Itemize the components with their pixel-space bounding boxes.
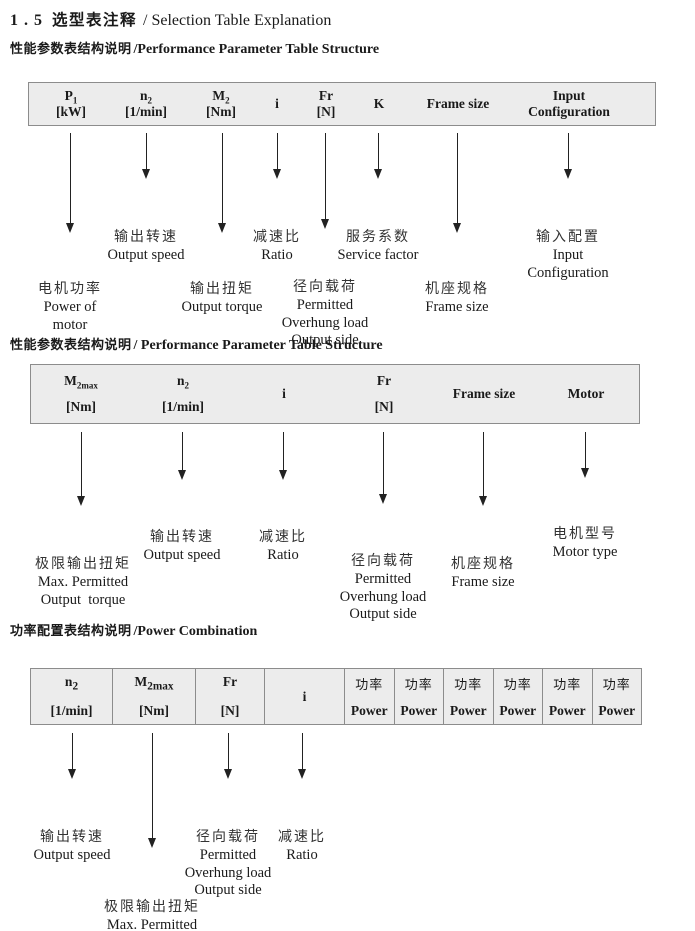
performance-table-1: P1[kW] n2[1/min] M2[Nm] i Fr[N] K Frame … bbox=[28, 82, 656, 126]
arrow-i bbox=[279, 432, 287, 480]
doc-title-number: 1 . 5 bbox=[10, 12, 43, 29]
table2-col-frame-size: Frame size bbox=[452, 386, 516, 401]
table2-col-n2: n2[1/min] bbox=[162, 373, 204, 414]
arrow-fr bbox=[321, 133, 329, 229]
doc-title-en: / Selection Table Explanation bbox=[143, 12, 332, 29]
table3-col-fr: Fr[N] bbox=[195, 669, 264, 724]
arrow-frame-size bbox=[453, 133, 461, 233]
doc-title: 1 . 5 选型表注释 / Selection Table Explanatio… bbox=[10, 8, 331, 30]
table1-col-k: K bbox=[373, 96, 385, 111]
table1-col-p1: P1[kW] bbox=[56, 88, 86, 119]
table1-col-n2: n2[1/min] bbox=[125, 88, 167, 119]
arrow-m2max bbox=[148, 733, 156, 848]
arrow-fr bbox=[379, 432, 387, 504]
arrow-n2 bbox=[68, 733, 76, 779]
table3-col-i: i bbox=[264, 669, 344, 724]
arrow-frame-size bbox=[479, 432, 487, 506]
arrow-n2 bbox=[178, 432, 186, 480]
arrow-m2 bbox=[218, 133, 226, 233]
section1-heading: 性能参数表结构说明/Performance Parameter Table St… bbox=[10, 42, 380, 57]
section3-heading: 功率配置表结构说明/Power Combination bbox=[10, 624, 258, 639]
table1-col-frame-size: Frame size bbox=[426, 96, 490, 111]
section2-heading: 性能参数表结构说明/ Performance Parameter Table S… bbox=[10, 338, 383, 353]
performance-table-2: M2max[Nm] n2[1/min] i Fr[N] Frame size M… bbox=[30, 364, 640, 424]
table1-col-i: i bbox=[275, 96, 279, 111]
arrow-p1 bbox=[66, 133, 74, 233]
table2-col-motor: Motor bbox=[567, 386, 605, 401]
arrow-k bbox=[374, 133, 382, 179]
arrow-m2max bbox=[77, 432, 85, 506]
table2-col-fr: Fr[N] bbox=[374, 373, 394, 414]
table1-col-m2: M2[Nm] bbox=[206, 88, 236, 119]
arrow-i bbox=[298, 733, 306, 779]
table2-col-i: i bbox=[282, 386, 286, 401]
doc-title-zh: 选型表注释 bbox=[52, 11, 138, 29]
table3-col-n2: n2[1/min] bbox=[50, 674, 93, 718]
table1-col-fr: Fr[N] bbox=[316, 88, 336, 119]
table3-col-m2max: M2max[Nm] bbox=[112, 669, 195, 724]
arrow-motor bbox=[581, 432, 589, 478]
arrow-i bbox=[273, 133, 281, 179]
arrow-input-configuration bbox=[564, 133, 572, 179]
arrow-n2 bbox=[142, 133, 150, 179]
table2-col-m2max: M2max[Nm] bbox=[64, 373, 98, 414]
arrow-fr bbox=[224, 733, 232, 779]
